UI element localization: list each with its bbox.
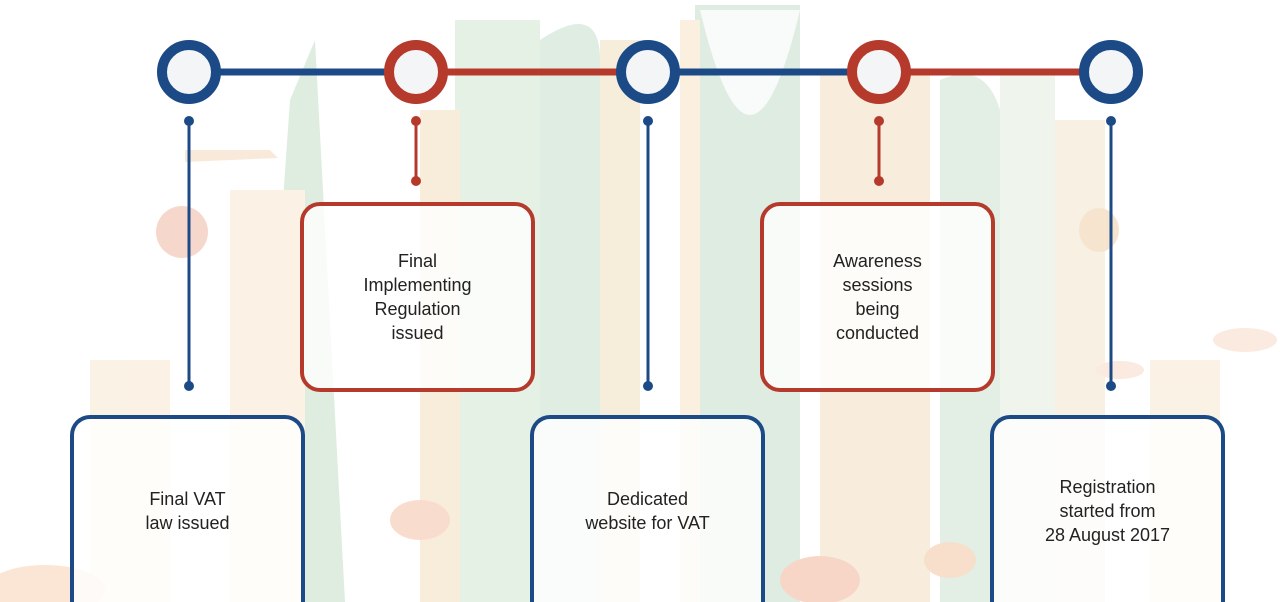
drop-line-top-dot <box>184 116 194 126</box>
timeline-node <box>384 40 448 104</box>
drop-line-bottom-dot <box>1106 381 1116 391</box>
milestone-text: Final VAT law issued <box>145 488 230 533</box>
drop-line-top-dot <box>1106 116 1116 126</box>
milestone-card: Final Implementing Regulation issued <box>300 202 535 392</box>
milestone-card: Dedicated website for VAT <box>530 415 765 602</box>
milestone-text: Final Implementing Regulation issued <box>363 251 472 343</box>
milestone-card: Registration started from 28 August 2017 <box>990 415 1225 602</box>
timeline-node <box>847 40 911 104</box>
timeline-node <box>157 40 221 104</box>
milestone-card: Final VAT law issued <box>70 415 305 602</box>
drop-line-top-dot <box>411 116 421 126</box>
milestone-card: Awareness sessions being conducted <box>760 202 995 392</box>
drop-line-top-dot <box>874 116 884 126</box>
drop-line-bottom-dot <box>643 381 653 391</box>
timeline-node <box>1079 40 1143 104</box>
drop-line-bottom-dot <box>874 176 884 186</box>
timeline-node <box>616 40 680 104</box>
drop-line-bottom-dot <box>184 381 194 391</box>
drop-line-bottom-dot <box>411 176 421 186</box>
drop-line-top-dot <box>643 116 653 126</box>
milestone-text: Registration started from 28 August 2017 <box>1044 476 1171 545</box>
milestone-text: Awareness sessions being conducted <box>833 251 922 343</box>
milestone-text: Dedicated website for VAT <box>585 488 710 533</box>
